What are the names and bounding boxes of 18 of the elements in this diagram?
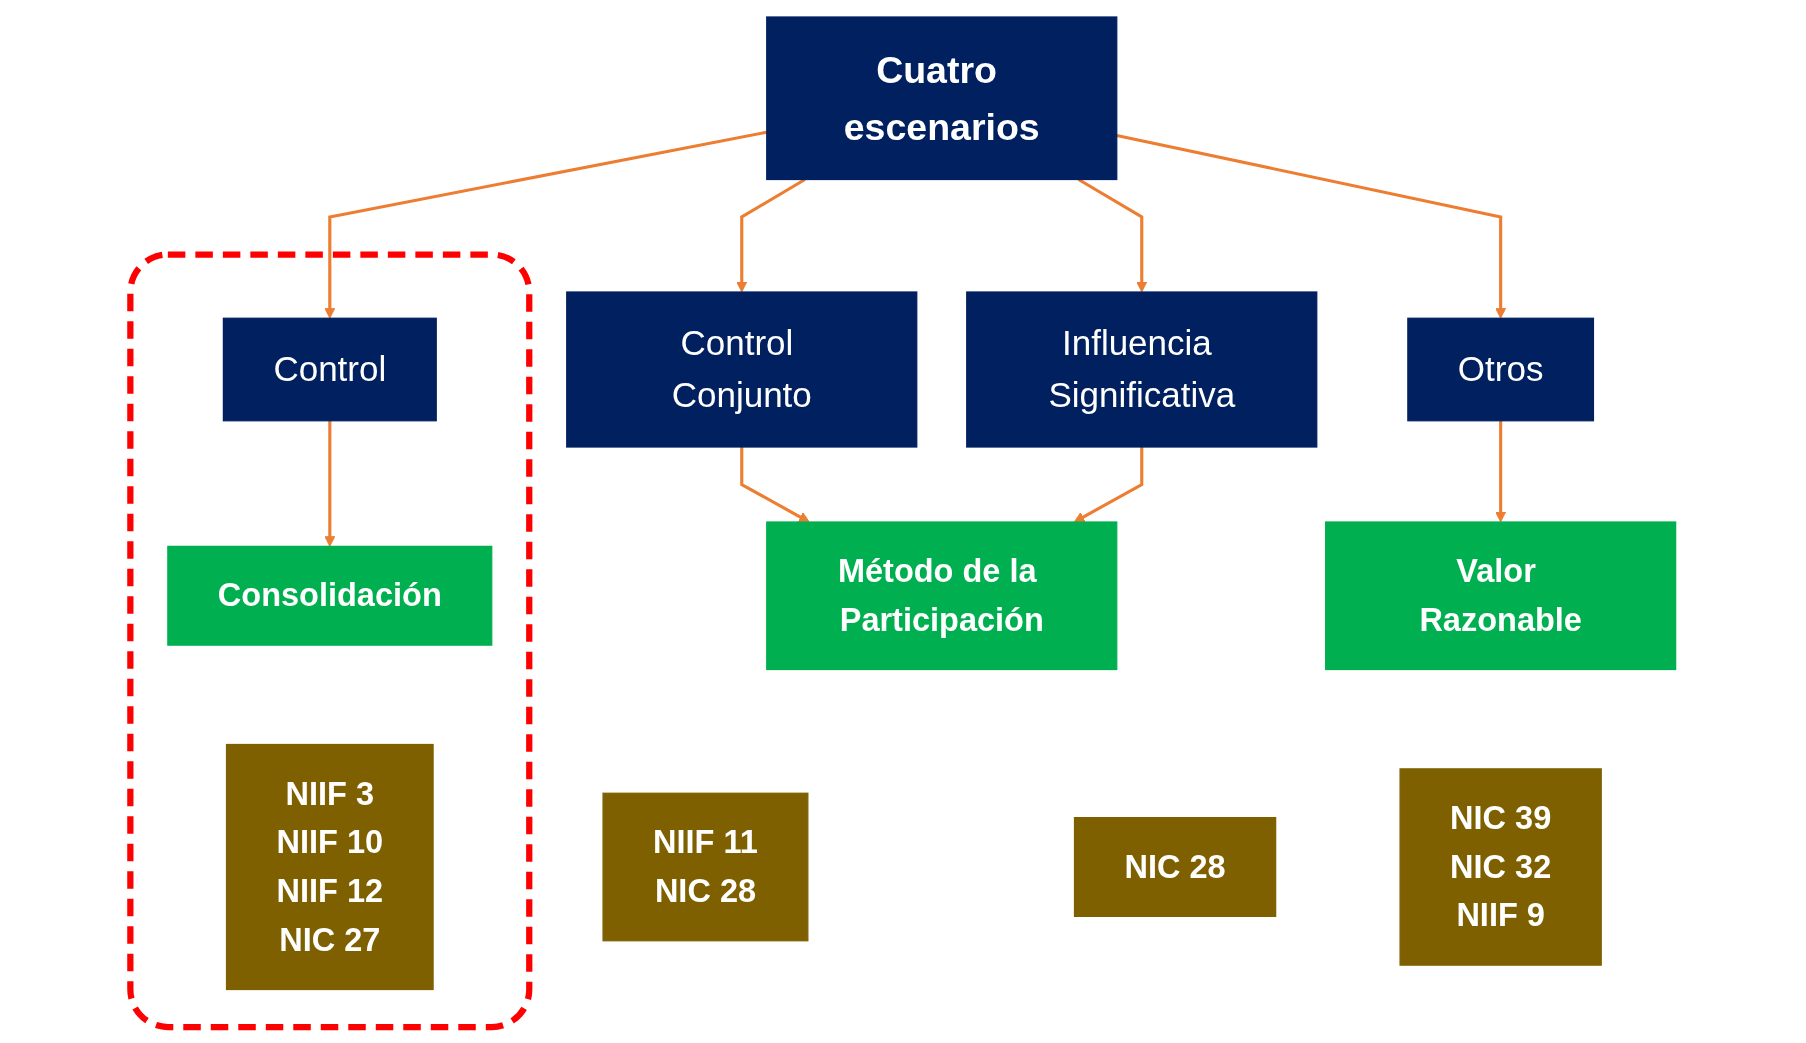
node-box: NIIF 3 NIIF 10 NIIF 12 NIC 27 [225, 743, 434, 990]
cluster [127, 250, 533, 1030]
arrow [1495, 420, 1507, 522]
node-box: NIIF 11 NIC 28 [602, 792, 809, 941]
node-box: Método de la Participación [766, 520, 1118, 670]
node-box: Cuatro escenarios [766, 15, 1118, 180]
node-box: Control Conjunto [566, 290, 918, 448]
node-box: Valor Razonable [1325, 520, 1677, 670]
node-box: Consolidación [167, 545, 493, 646]
node-box: NIC 39 NIC 32 NIIF 9 [1399, 767, 1602, 966]
arrow [1116, 133, 1507, 319]
node-box: Influencia Significativa [966, 290, 1318, 448]
node-box: Control [222, 317, 437, 421]
node-box: NIC 28 [1073, 816, 1277, 917]
arrow [740, 446, 810, 522]
node-box: Otros [1407, 317, 1595, 421]
arrow [1073, 446, 1144, 522]
arrow [324, 420, 336, 547]
